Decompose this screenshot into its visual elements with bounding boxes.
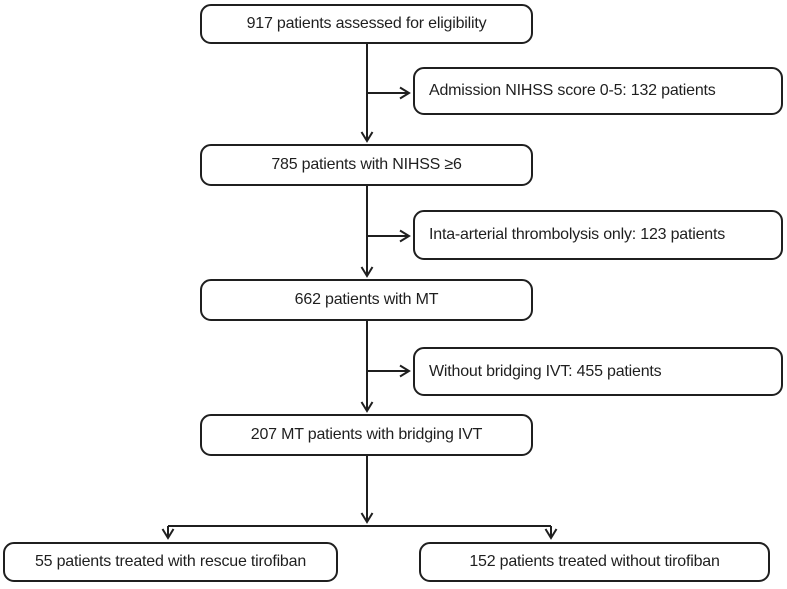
node-assessed-for-eligibility: 917 patients assessed for eligibility — [200, 4, 533, 44]
node-excluded-ia-thrombolysis: Inta-arterial thrombolysis only: 123 pat… — [413, 210, 783, 260]
node-without-tirofiban: 152 patients treated without tirofiban — [419, 542, 770, 582]
node-patients-with-mt: 662 patients with MT — [200, 279, 533, 321]
node-excluded-admission-nihss: Admission NIHSS score 0-5: 132 patients — [413, 67, 783, 115]
node-excluded-without-bridging-ivt: Without bridging IVT: 455 patients — [413, 347, 783, 396]
node-rescue-tirofiban: 55 patients treated with rescue tirofiba… — [3, 542, 338, 582]
node-mt-with-bridging-ivt: 207 MT patients with bridging IVT — [200, 414, 533, 456]
node-nihss-ge6: 785 patients with NIHSS ≥6 — [200, 144, 533, 186]
